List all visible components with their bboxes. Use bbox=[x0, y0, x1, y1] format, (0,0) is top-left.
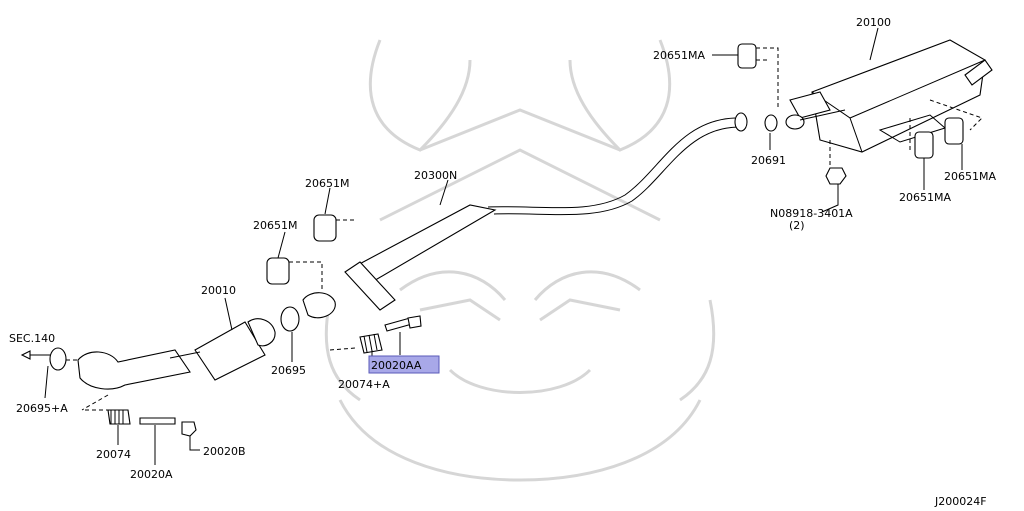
label-20651M-b[interactable]: 20651M bbox=[253, 219, 297, 232]
label-20074[interactable]: 20074 bbox=[96, 448, 131, 461]
small-parts bbox=[49, 43, 964, 437]
part-labels: 20100 20651MA 20691 N08918-3401A (2) 206… bbox=[9, 16, 996, 508]
label-20651MA-mid[interactable]: 20651MA bbox=[899, 191, 951, 204]
highlight-20020AA bbox=[368, 355, 440, 374]
label-08918-3401A[interactable]: N08918-3401A bbox=[770, 207, 853, 220]
label-20691[interactable]: 20691 bbox=[751, 154, 786, 167]
label-20020AA[interactable]: 20020AA bbox=[371, 359, 422, 372]
label-20074A[interactable]: 20074+A bbox=[338, 378, 390, 391]
label-sec140[interactable]: SEC.140 bbox=[9, 332, 55, 345]
label-20695[interactable]: 20695 bbox=[271, 364, 306, 377]
front-pipe-20010 bbox=[77, 318, 276, 390]
label-20300N[interactable]: 20300N bbox=[414, 169, 457, 182]
label-20651M-a[interactable]: 20651M bbox=[305, 177, 349, 190]
label-20010[interactable]: 20010 bbox=[201, 284, 236, 297]
label-20695A[interactable]: 20695+A bbox=[16, 402, 68, 415]
diagram-code: J200024F bbox=[934, 495, 987, 508]
rear-muffler-20100 bbox=[785, 39, 993, 153]
center-pipe-20300N bbox=[302, 112, 748, 319]
label-20020B[interactable]: 20020B bbox=[203, 445, 246, 458]
label-08918-qty: (2) bbox=[789, 219, 805, 232]
label-20020A[interactable]: 20020A bbox=[130, 468, 173, 481]
label-20100[interactable]: 20100 bbox=[856, 16, 891, 29]
label-20651MA-right[interactable]: 20651MA bbox=[944, 170, 996, 183]
label-20651MA-top[interactable]: 20651MA bbox=[653, 49, 705, 62]
